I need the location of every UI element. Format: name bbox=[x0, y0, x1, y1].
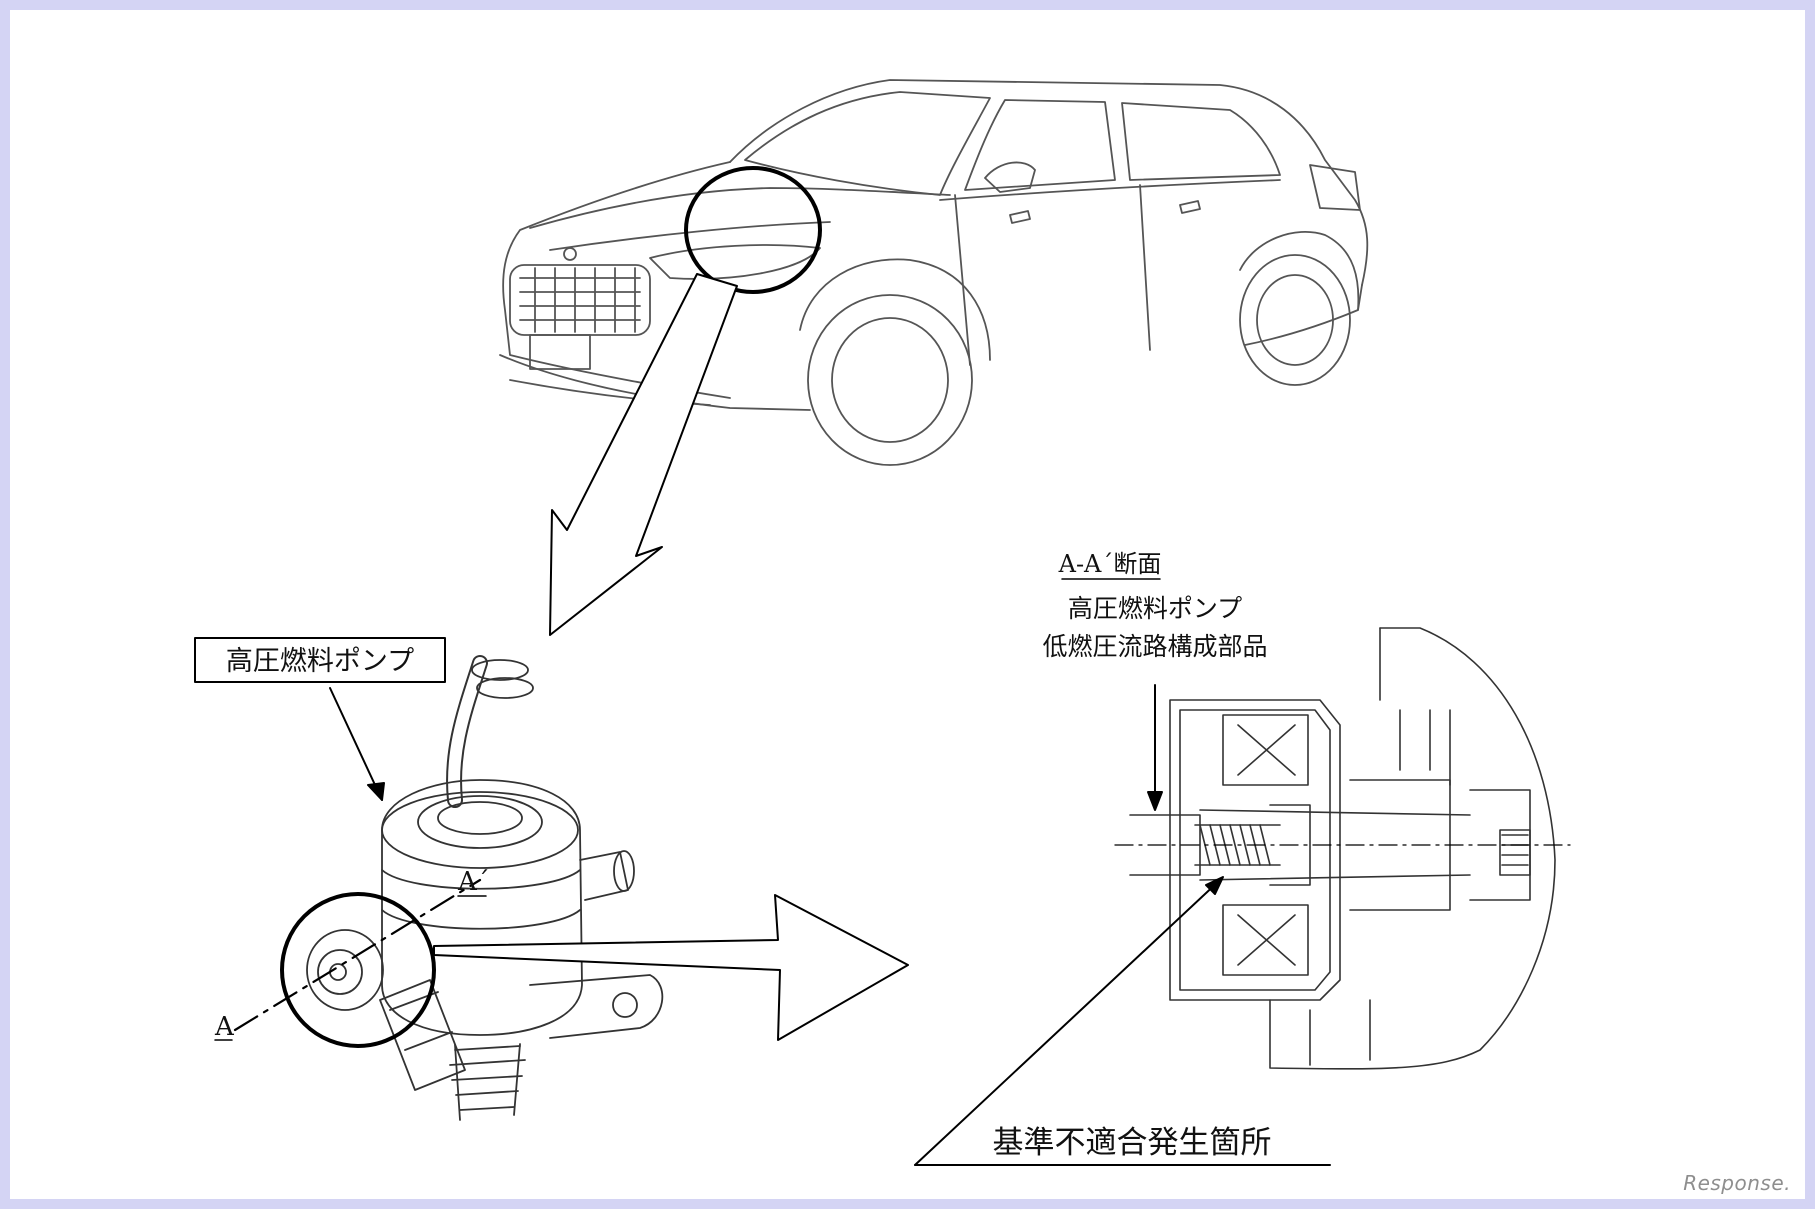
pump-callout-box bbox=[194, 637, 446, 683]
highlight-circle-car bbox=[684, 166, 822, 294]
highlight-circle-pump bbox=[280, 892, 436, 1048]
response-watermark: Response. bbox=[1683, 1171, 1791, 1195]
pump-callout-label: 高圧燃料ポンプ bbox=[226, 646, 414, 677]
callout-arrowhead bbox=[367, 782, 385, 801]
section-caption-line1: 高圧燃料ポンプ bbox=[1068, 594, 1242, 623]
cross-section-view bbox=[1129, 627, 1556, 1070]
fuel-pump-illustration bbox=[306, 655, 664, 1121]
drawing-frame: 高圧燃料ポンプ A A´ bbox=[10, 10, 1805, 1199]
defect-location-label: 基準不適合発生箇所 bbox=[993, 1125, 1272, 1161]
callout-leader-line bbox=[329, 687, 383, 801]
section-line bbox=[233, 878, 482, 1032]
recall-diagram: 高圧燃料ポンプ A A´ bbox=[194, 79, 1571, 1166]
zoom-arrow-down bbox=[549, 273, 738, 636]
section-title: A-A´断面 bbox=[1058, 550, 1162, 578]
section-caption-line2: 低燃圧流路構成部品 bbox=[1042, 632, 1267, 661]
car-illustration bbox=[499, 79, 1369, 466]
caption-arrowhead bbox=[1147, 791, 1163, 811]
section-point-a: A bbox=[214, 1012, 235, 1042]
section-point-a-prime: A´ bbox=[457, 867, 490, 897]
zoom-arrow-right bbox=[433, 894, 909, 1041]
defect-leader-line bbox=[914, 879, 1221, 1166]
defect-arrowhead bbox=[1205, 876, 1224, 895]
